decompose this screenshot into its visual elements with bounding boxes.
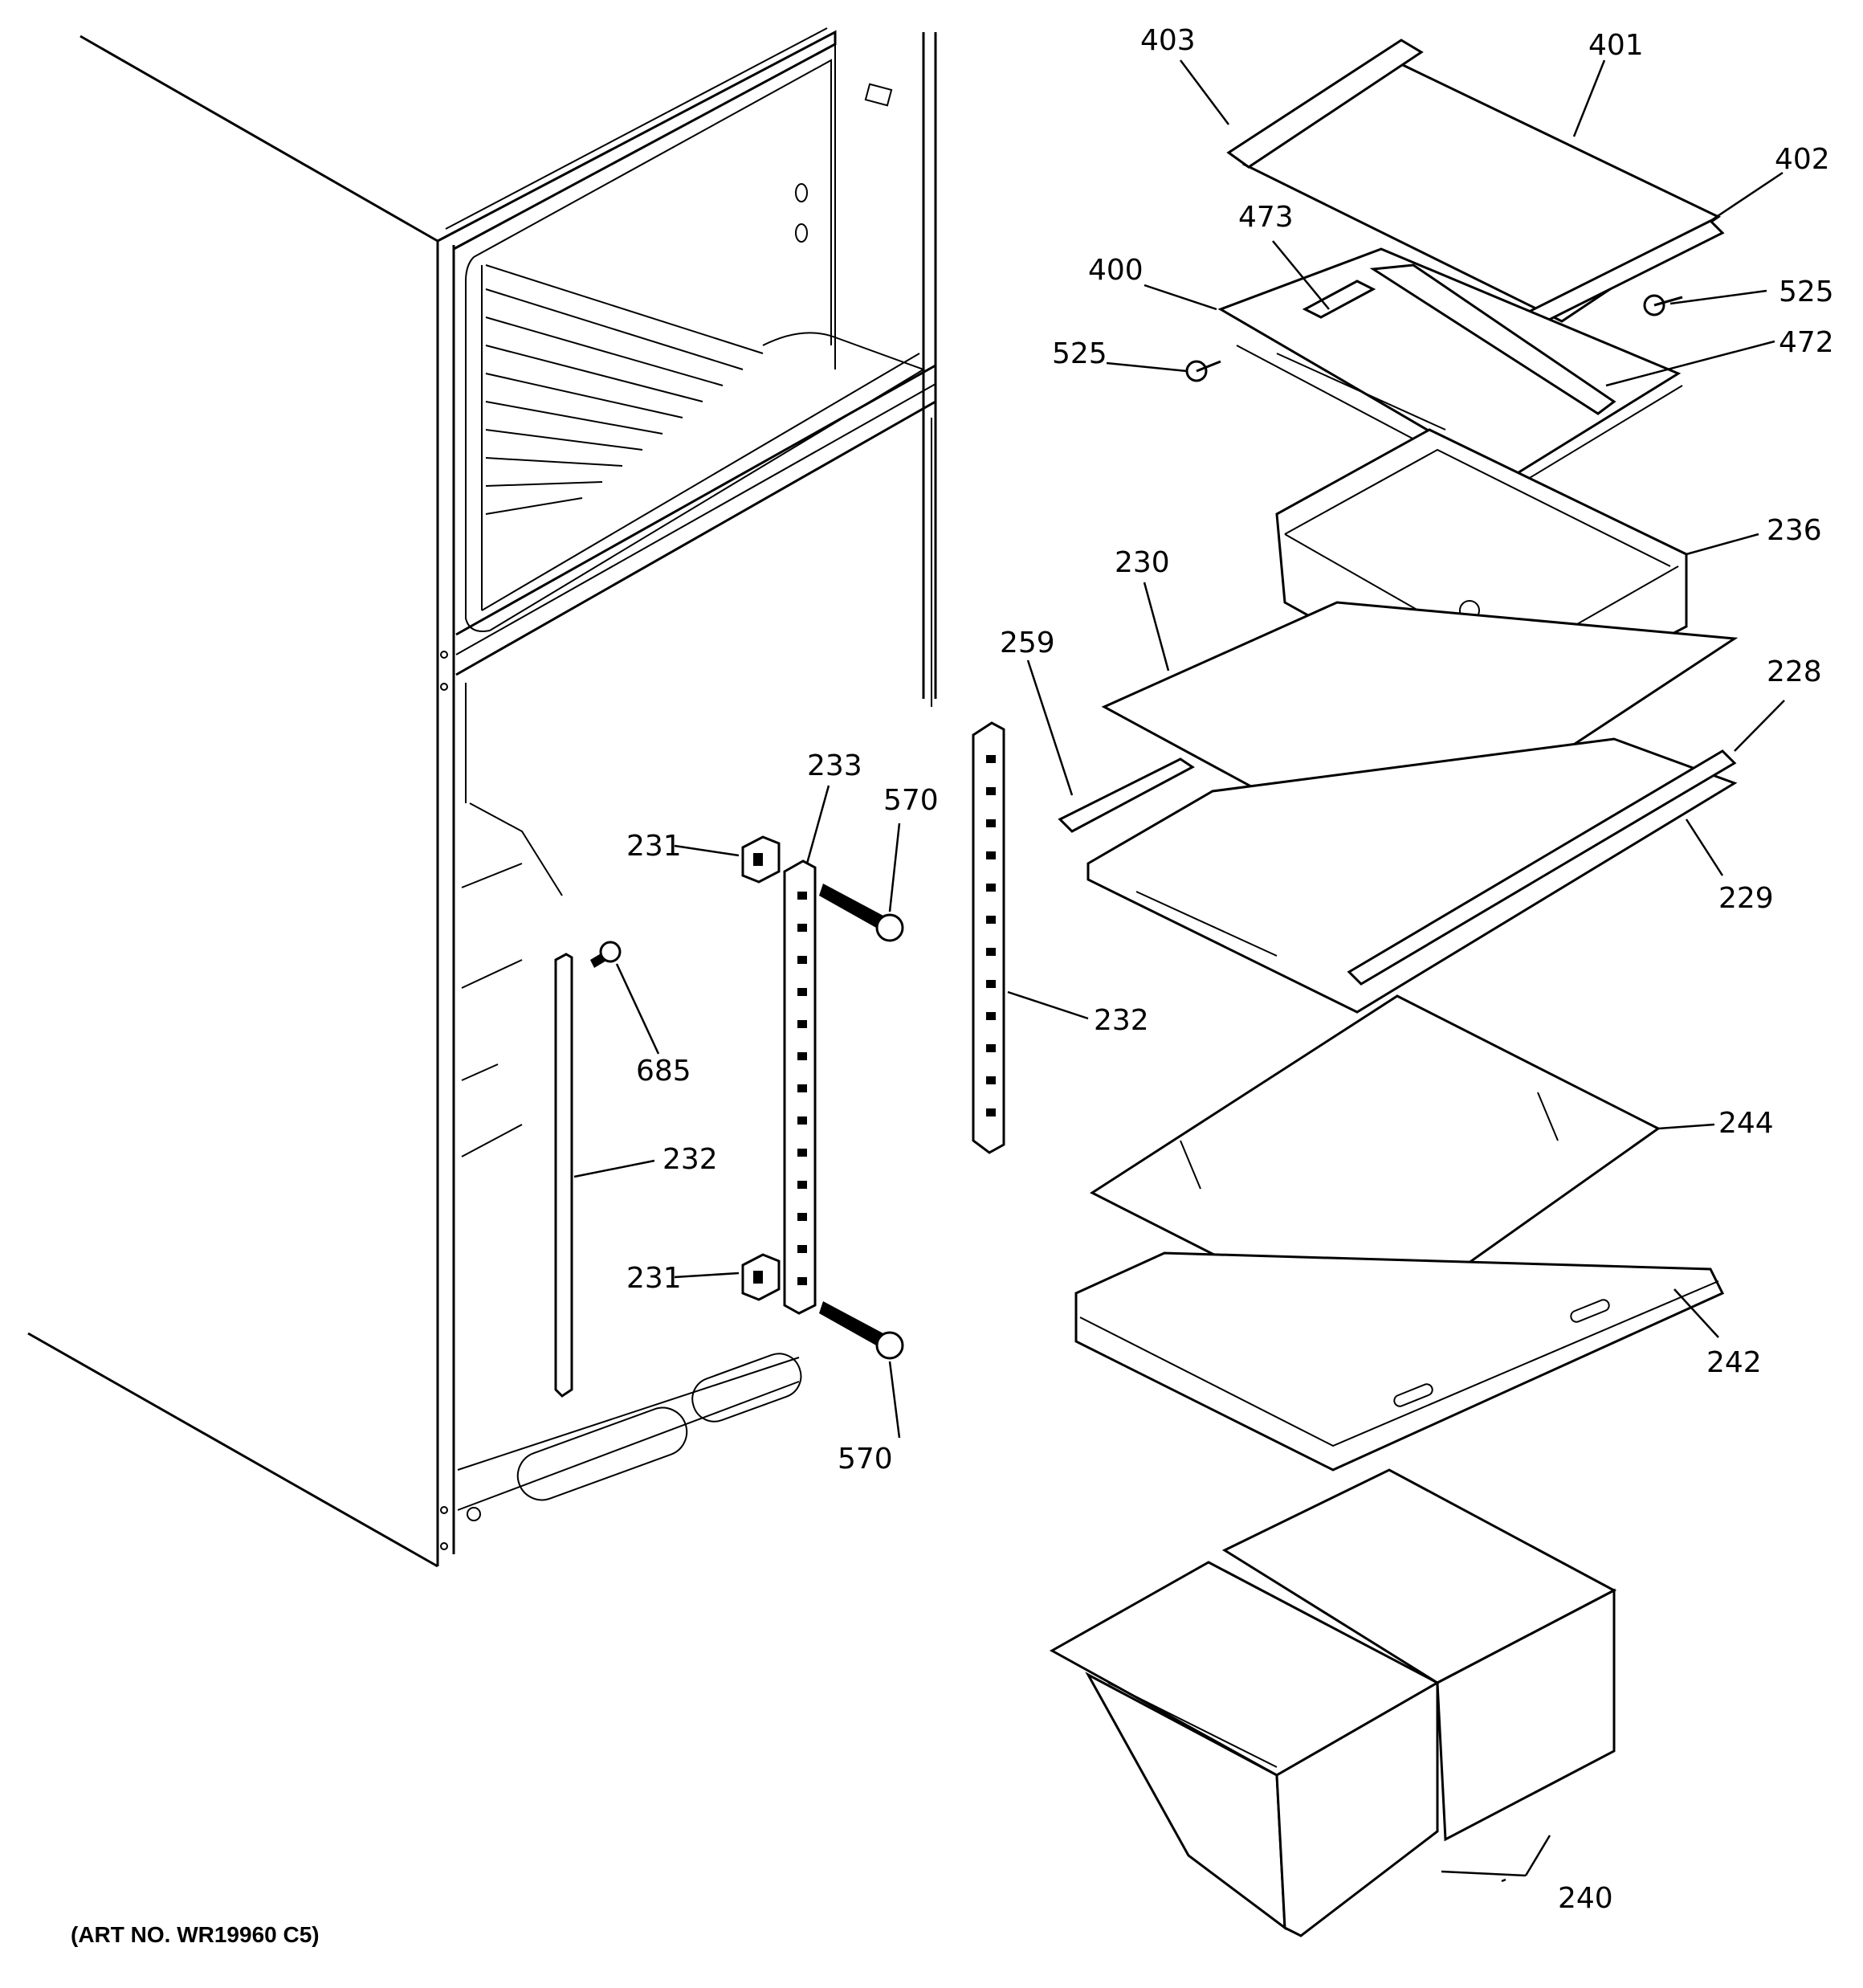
label-231-bottom: 231	[626, 1262, 682, 1295]
shelf-ladder-232-right	[972, 721, 1005, 1154]
label-570-bottom: 570	[838, 1443, 893, 1476]
bottom-vent-slots	[516, 1353, 802, 1501]
label-472: 472	[1779, 326, 1834, 359]
part-labels: 403 401 402 473 400 525 525 472 236 230 …	[626, 24, 1834, 1915]
screw-685	[590, 941, 622, 968]
shelf-rail-left	[554, 953, 573, 1398]
screw-570-bottom	[819, 1301, 904, 1360]
slide-rail-473	[1302, 280, 1376, 319]
label-232-right: 232	[1094, 1004, 1149, 1037]
label-525-left: 525	[1052, 337, 1107, 370]
label-473: 473	[1238, 201, 1294, 234]
ladder-slots	[986, 755, 996, 1116]
refrigerator-cabinet	[27, 27, 937, 1568]
shelf-trim-259	[1058, 757, 1195, 833]
label-244: 244	[1718, 1107, 1774, 1140]
label-236: 236	[1767, 514, 1822, 547]
label-230: 230	[1115, 546, 1170, 579]
leader-lines	[573, 59, 1785, 1883]
label-525-right: 525	[1779, 276, 1834, 308]
crisper-drawer-left	[1049, 1561, 1441, 1937]
label-231-top: 231	[626, 830, 682, 863]
label-242: 242	[1706, 1346, 1762, 1379]
pin-525-left	[1185, 360, 1221, 382]
pin-525-right	[1643, 294, 1683, 316]
crisper-drawer-right	[1221, 1468, 1617, 1842]
label-570-top: 570	[883, 784, 939, 817]
label-401: 401	[1588, 29, 1644, 62]
crisper-cover-frame-242	[1074, 1251, 1725, 1472]
label-229: 229	[1718, 882, 1774, 915]
screw-570-top	[819, 884, 904, 942]
freezer-floor-ribs	[485, 264, 764, 515]
shelf-frame-229	[1086, 737, 1738, 1014]
label-403: 403	[1140, 24, 1196, 57]
label-402: 402	[1775, 143, 1830, 176]
shelf-ladder-233	[783, 859, 817, 1315]
shelf-trim-403	[1226, 39, 1424, 169]
shelf-trim-228	[1347, 749, 1737, 986]
clip-231-bottom	[741, 1253, 781, 1301]
ladder-slots	[797, 892, 807, 1285]
art-number: (ART NO. WR19960 C5)	[71, 1922, 320, 1947]
label-259: 259	[1000, 627, 1055, 659]
label-240: 240	[1558, 1882, 1613, 1915]
slide-rail-472	[1369, 263, 1616, 415]
label-228: 228	[1767, 655, 1822, 688]
label-685: 685	[636, 1055, 691, 1088]
label-233: 233	[807, 749, 862, 782]
label-400: 400	[1088, 254, 1143, 287]
label-232-left: 232	[662, 1143, 718, 1176]
clip-231-top	[741, 835, 781, 884]
